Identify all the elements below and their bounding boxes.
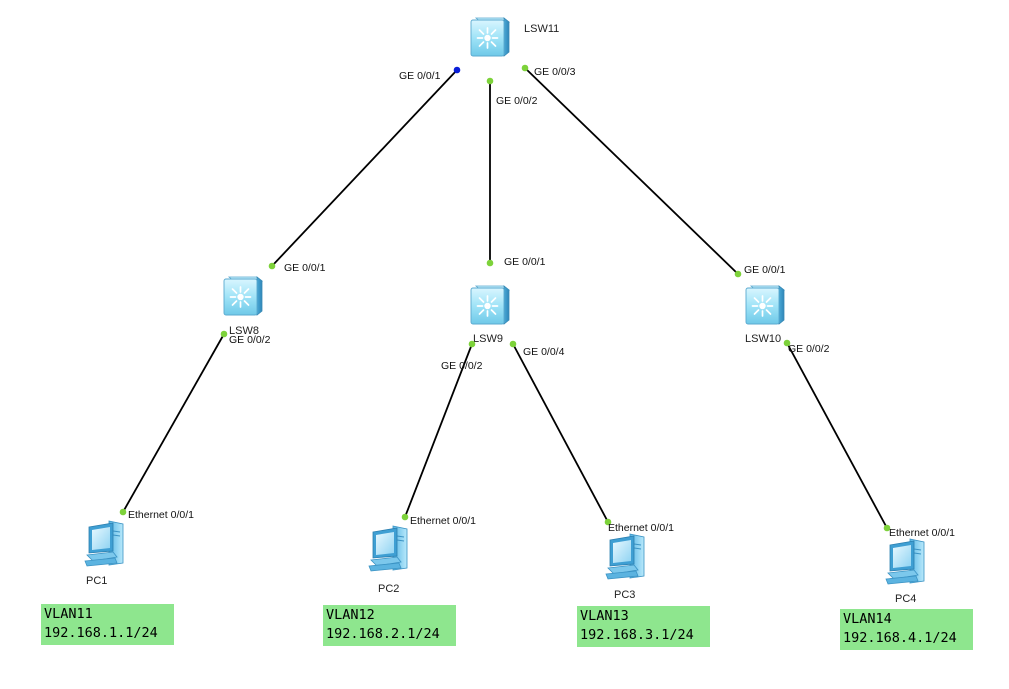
link-lsw9-pc3[interactable]: [512, 343, 609, 523]
port-dot-pc3-link6[interactable]: [604, 518, 612, 526]
port-dot-lsw11-link2[interactable]: [486, 77, 494, 85]
switch-icon: [745, 285, 785, 325]
port-label: GE 0/0/1: [504, 256, 546, 268]
pc1-pc[interactable]: [84, 520, 124, 567]
vlan-address: 192.168.4.1/24: [843, 630, 957, 646]
vlan-address: 192.168.2.1/24: [326, 626, 440, 642]
pc4-pc[interactable]: [885, 538, 925, 585]
vlan-address: 192.168.1.1/24: [44, 625, 158, 641]
port-dot-lsw8-link1[interactable]: [268, 262, 276, 270]
switch-icon: [223, 276, 263, 316]
port-label: GE 0/0/4: [523, 346, 565, 358]
port-dot-lsw11-link1[interactable]: [453, 66, 461, 74]
port-label: GE 0/0/1: [744, 264, 786, 276]
port-dot-pc4-link7[interactable]: [883, 524, 891, 532]
lsw10-label: LSW10: [745, 333, 781, 345]
port-label: GE 0/0/2: [229, 334, 271, 346]
port-dot-lsw9-link5[interactable]: [468, 340, 476, 348]
switch-icon: [470, 285, 510, 325]
vlan-box-pc3[interactable]: VLAN13 192.168.3.1/24: [577, 606, 710, 647]
port-label: GE 0/0/1: [284, 262, 326, 274]
link-lsw10-pc4[interactable]: [786, 342, 888, 529]
lsw9-label: LSW9: [473, 333, 503, 345]
vlan-name: VLAN13: [580, 608, 629, 624]
port-dot-lsw9-link2[interactable]: [486, 259, 494, 267]
switch-icon: [470, 17, 510, 57]
port-dot-lsw8-link4[interactable]: [220, 330, 228, 338]
vlan-name: VLAN14: [843, 611, 892, 627]
lsw10-switch[interactable]: [745, 285, 785, 325]
port-dot-lsw10-link3[interactable]: [734, 270, 742, 278]
vlan-box-pc2[interactable]: VLAN12 192.168.2.1/24: [323, 605, 456, 646]
pc1-label: PC1: [86, 575, 107, 587]
vlan-box-pc4[interactable]: VLAN14 192.168.4.1/24: [840, 609, 973, 650]
link-lsw11-lsw8[interactable]: [271, 69, 458, 267]
port-label: Ethernet 0/0/1: [608, 522, 674, 534]
vlan-box-pc1[interactable]: VLAN11 192.168.1.1/24: [41, 604, 174, 645]
pc3-label: PC3: [614, 589, 635, 601]
lsw8-switch[interactable]: [223, 276, 263, 316]
port-label: GE 0/0/2: [496, 95, 538, 107]
lsw9-switch[interactable]: [470, 285, 510, 325]
port-label: GE 0/0/2: [441, 360, 483, 372]
port-label: GE 0/0/3: [534, 66, 576, 78]
pc4-label: PC4: [895, 593, 916, 605]
pc-icon: [885, 538, 925, 585]
links-layer: [122, 67, 888, 529]
pc-icon: [368, 525, 408, 572]
vlan-address: 192.168.3.1/24: [580, 627, 694, 643]
port-label: GE 0/0/1: [399, 70, 441, 82]
vlan-name: VLAN11: [44, 606, 93, 622]
link-lsw9-pc2[interactable]: [404, 343, 473, 518]
port-label: Ethernet 0/0/1: [889, 527, 955, 539]
link-lsw8-pc1[interactable]: [122, 333, 225, 513]
port-label: Ethernet 0/0/1: [128, 509, 194, 521]
port-dot-lsw11-link3[interactable]: [521, 64, 529, 72]
port-dot-pc1-link4[interactable]: [119, 508, 127, 516]
ports-layer: GE 0/0/1 GE 0/0/1 GE 0/0/2 GE 0/0/1 GE 0/0/3…: [119, 64, 955, 539]
pc2-label: PC2: [378, 583, 399, 595]
port-dot-lsw9-link6[interactable]: [509, 340, 517, 348]
link-lsw11-lsw10[interactable]: [524, 67, 739, 275]
pc3-pc[interactable]: [605, 533, 645, 580]
port-label: GE 0/0/2: [788, 343, 830, 355]
pc-icon: [84, 520, 124, 567]
pc-icon: [605, 533, 645, 580]
lsw11-switch[interactable]: [470, 17, 510, 57]
lsw8-label: LSW8: [229, 325, 259, 337]
pc2-pc[interactable]: [368, 525, 408, 572]
port-label: Ethernet 0/0/1: [410, 515, 476, 527]
vlan-name: VLAN12: [326, 607, 375, 623]
lsw11-label: LSW11: [524, 23, 559, 35]
port-dot-pc2-link5[interactable]: [401, 513, 409, 521]
port-dot-lsw10-link7[interactable]: [783, 339, 791, 347]
